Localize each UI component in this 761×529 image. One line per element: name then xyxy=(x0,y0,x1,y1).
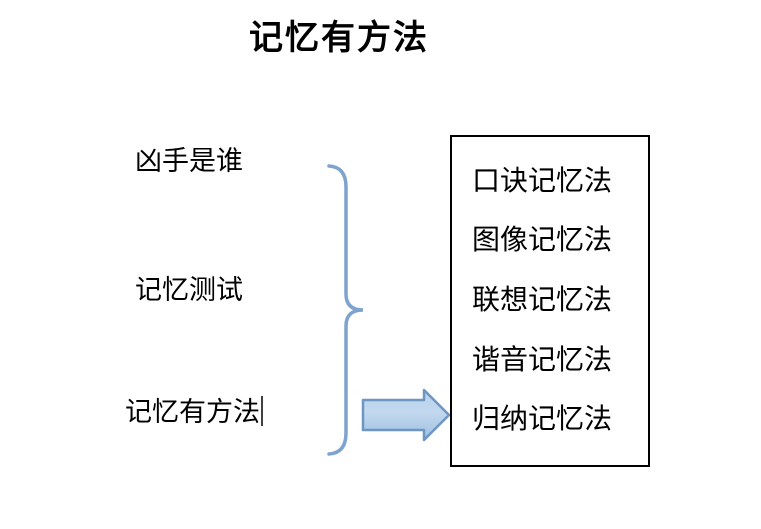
method-item-5[interactable]: 归纳记忆法 xyxy=(472,404,613,436)
method-item-1[interactable]: 口诀记忆法 xyxy=(472,165,613,197)
right-curly-brace-shape[interactable] xyxy=(322,163,370,457)
right-block-arrow-shape[interactable] xyxy=(360,387,452,444)
method-item-4[interactable]: 谐音记忆法 xyxy=(472,344,613,376)
method-item-3[interactable]: 联想记忆法 xyxy=(472,284,613,316)
source-text-2[interactable]: 记忆测试 xyxy=(135,275,243,305)
diagram-title[interactable]: 记忆有方法 xyxy=(249,20,429,57)
source-text-3[interactable]: 记忆有方法 xyxy=(125,396,263,428)
method-item-2[interactable]: 图像记忆法 xyxy=(472,225,613,257)
source-text-3-label: 记忆有方法 xyxy=(125,397,260,427)
curly-brace-path xyxy=(327,164,364,456)
source-text-1[interactable]: 凶手是谁 xyxy=(135,146,243,176)
block-arrow-polygon xyxy=(361,388,451,442)
text-cursor xyxy=(261,396,263,426)
methods-box[interactable]: 口诀记忆法 图像记忆法 联想记忆法 谐音记忆法 归纳记忆法 xyxy=(450,135,650,467)
